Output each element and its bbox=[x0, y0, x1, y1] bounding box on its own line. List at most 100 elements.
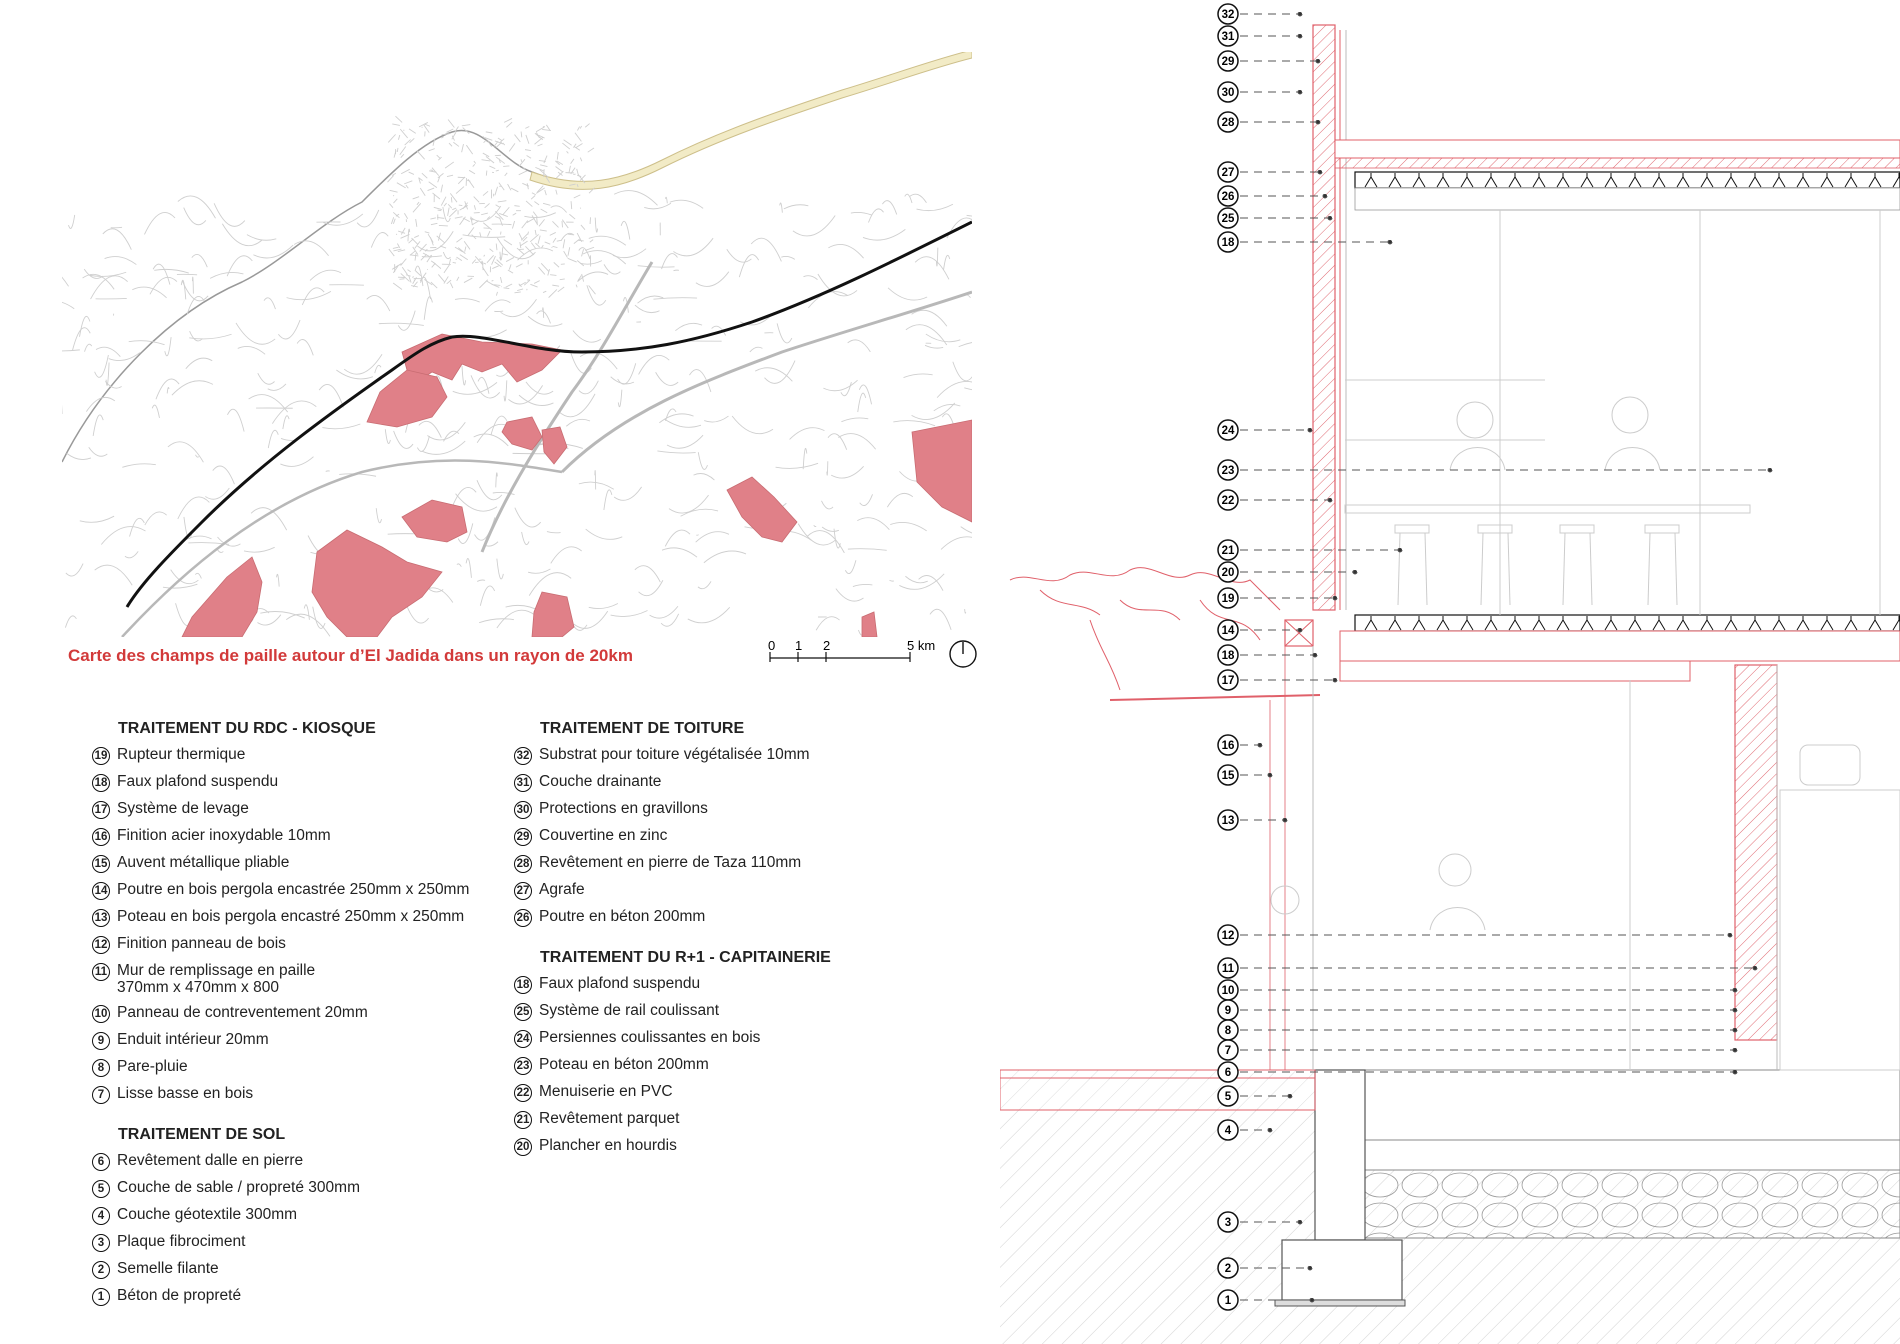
legend-number-badge: 17 bbox=[92, 801, 110, 819]
section-tag-label: 28 bbox=[1222, 117, 1235, 129]
section-tag-circle bbox=[1217, 81, 1239, 103]
legend-item-text: Finition acier inoxydable 10mm bbox=[117, 827, 331, 844]
section-tag-label: 5 bbox=[1225, 1091, 1232, 1103]
legend-item-text: Système de levage bbox=[117, 800, 249, 817]
legend-item-text: Finition panneau de bois bbox=[117, 935, 286, 952]
legend-item-text: Système de rail coulissant bbox=[539, 1002, 720, 1019]
legend-number-badge: 24 bbox=[514, 1030, 532, 1048]
section-tag-circle bbox=[1217, 644, 1239, 666]
legend-item-text: Faux plafond suspendu bbox=[539, 975, 701, 992]
legend-item-text: Couche géotextile 300mm bbox=[117, 1206, 298, 1223]
section-tag-circle bbox=[1217, 161, 1239, 183]
section-tag-circle bbox=[1217, 207, 1239, 229]
scale-label-0: 0 bbox=[768, 638, 775, 653]
legend-number-badge: 4 bbox=[92, 1207, 110, 1225]
section-tag-circle bbox=[1217, 764, 1239, 786]
section-tag-circle bbox=[1217, 111, 1239, 133]
legend-item-text: Substrat pour toiture végétalisée 10mm bbox=[539, 746, 810, 763]
section-tag-circle bbox=[1217, 1119, 1239, 1141]
legend-number-badge: 23 bbox=[514, 1057, 532, 1075]
section-tag-circle bbox=[1217, 459, 1239, 481]
legend-number-badge: 20 bbox=[514, 1138, 532, 1156]
section-tag-circle bbox=[1217, 1289, 1239, 1311]
section-tag-label: 12 bbox=[1222, 930, 1235, 942]
map-caption: Carte des champs de paille autour d’El J… bbox=[68, 646, 633, 665]
section-tag-label: 19 bbox=[1222, 593, 1235, 605]
section-tag-circle bbox=[1217, 1085, 1239, 1107]
north-arrow-icon bbox=[949, 640, 977, 668]
beach bbox=[529, 52, 972, 190]
legend-number-badge: 12 bbox=[92, 936, 110, 954]
legend-heading-sol: TRAITEMENT DE SOL bbox=[118, 1126, 286, 1143]
legend-item: 14 Poutre en bois pergola encastrée 250mm… bbox=[92, 881, 469, 900]
legend-number-badge: 8 bbox=[92, 1059, 110, 1077]
section-tag-label: 27 bbox=[1222, 167, 1235, 179]
section-tag-label: 23 bbox=[1222, 465, 1235, 477]
legend-item: 24 Persiennes coulissantes en bois bbox=[514, 1029, 831, 1048]
legend-item-text: Auvent métallique pliable bbox=[117, 854, 290, 871]
section-tag-label: 4 bbox=[1225, 1125, 1232, 1137]
section-tag-label: 3 bbox=[1225, 1217, 1231, 1229]
legend-number-badge: 14 bbox=[92, 882, 110, 900]
legend-item-text: Protections en gravillons bbox=[539, 800, 708, 817]
legend-item-text: Enduit intérieur 20mm bbox=[117, 1031, 269, 1048]
section-tag-label: 22 bbox=[1222, 495, 1235, 507]
legend-item: 20 Plancher en hourdis bbox=[514, 1137, 831, 1156]
legend-item: 17 Système de levage bbox=[92, 800, 469, 819]
section-tag-label: 1 bbox=[1225, 1295, 1232, 1307]
legend-number-badge: 28 bbox=[514, 855, 532, 873]
legend-number-badge: 7 bbox=[92, 1086, 110, 1104]
legend-item-text: Plaque fibrociment bbox=[117, 1233, 246, 1250]
legend-item-text: Poteau en bois pergola encastré 250mm x … bbox=[117, 908, 465, 925]
legend-item-text: Rupteur thermique bbox=[117, 746, 246, 763]
legend-item-text: Persiennes coulissantes en bois bbox=[539, 1029, 761, 1046]
section-tag-circle bbox=[1217, 957, 1239, 979]
legend-heading-toiture: TRAITEMENT DE TOITURE bbox=[540, 720, 745, 737]
legend-item-text: Pare-pluie bbox=[117, 1058, 188, 1075]
legend-item-text: Plancher en hourdis bbox=[539, 1137, 677, 1154]
section-tag-circle bbox=[1217, 1061, 1239, 1083]
legend-item-text: Couvertine en zinc bbox=[539, 827, 668, 844]
section-tag-circle bbox=[1217, 587, 1239, 609]
legend-item: 18 Faux plafond suspendu bbox=[514, 975, 831, 994]
section-tag-circle bbox=[1217, 539, 1239, 561]
legend-number-badge: 1 bbox=[92, 1288, 110, 1306]
section-tag-circle bbox=[1217, 185, 1239, 207]
legend-number-badge: 13 bbox=[92, 909, 110, 927]
legend-item-text: Revêtement parquet bbox=[539, 1110, 680, 1127]
legend-number-badge: 31 bbox=[514, 774, 532, 792]
section-tag-label: 6 bbox=[1225, 1067, 1231, 1079]
straw-fields bbox=[181, 333, 972, 637]
section-tag-label: 29 bbox=[1222, 56, 1235, 68]
legend-item-text: Poutre en bois pergola encastrée 250mm x… bbox=[117, 881, 470, 898]
legend-item-text: Agrafe bbox=[539, 881, 585, 898]
legend-item-text: Poteau en béton 200mm bbox=[539, 1056, 709, 1073]
section-tag-label: 9 bbox=[1225, 1005, 1231, 1017]
legend-number-badge: 22 bbox=[514, 1084, 532, 1102]
legend-item-text: Revêtement dalle en pierre bbox=[117, 1152, 304, 1169]
legend-item-text: Lisse basse en bois bbox=[117, 1085, 254, 1102]
section-tag-label: 24 bbox=[1222, 425, 1235, 437]
legend-number-badge: 9 bbox=[92, 1032, 110, 1050]
legend-number-badge: 29 bbox=[514, 828, 532, 846]
section-tag-label: 32 bbox=[1222, 9, 1235, 21]
scale-label-2: 2 bbox=[823, 638, 830, 653]
section-tag-circle bbox=[1217, 809, 1239, 831]
legend-number-badge: 18 bbox=[514, 976, 532, 994]
legend-number-badge: 2 bbox=[92, 1261, 110, 1279]
construction-section-drawing: 3231293028272625182423222120191418171615… bbox=[1000, 3, 1900, 1344]
section-tag-circle bbox=[1217, 1211, 1239, 1233]
section-tag-label: 25 bbox=[1222, 213, 1235, 225]
section-tag-circle bbox=[1217, 561, 1239, 583]
legend-number-badge: 15 bbox=[92, 855, 110, 873]
